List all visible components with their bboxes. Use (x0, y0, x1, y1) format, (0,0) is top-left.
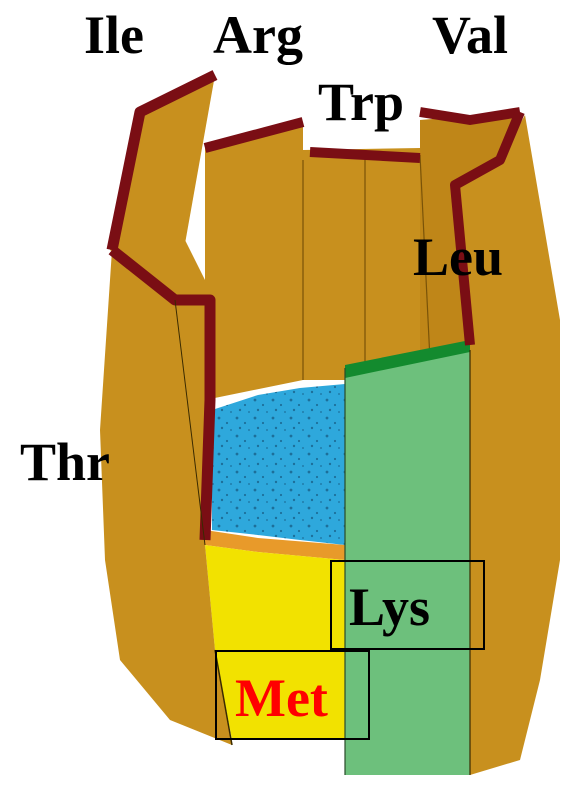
rim-trp (310, 152, 420, 158)
rim-val (420, 112, 520, 120)
stave-back-trp (303, 148, 420, 380)
label-lys: Lys (349, 580, 430, 634)
label-leu: Leu (413, 230, 503, 284)
label-thr: Thr (20, 435, 110, 489)
label-met: Met (235, 671, 328, 725)
label-val: Val (432, 8, 508, 62)
label-ile: Ile (84, 8, 144, 62)
stave-back-arg (205, 122, 303, 400)
label-trp: Trp (318, 75, 404, 129)
label-arg: Arg (213, 8, 303, 62)
